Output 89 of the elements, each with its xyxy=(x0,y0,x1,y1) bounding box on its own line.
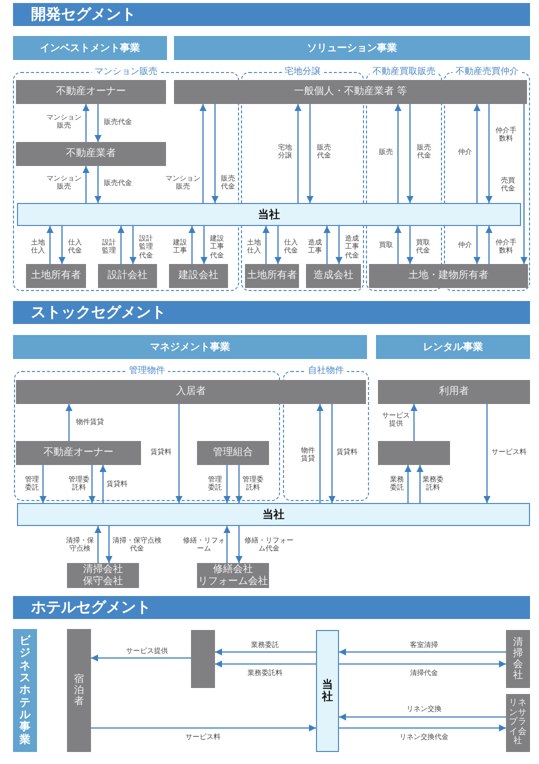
arrow xyxy=(474,104,480,203)
arrow xyxy=(176,404,182,503)
party-box: 入居者 xyxy=(16,380,366,404)
arrow xyxy=(236,465,242,503)
arrow xyxy=(82,166,90,203)
group-heading: 不動産買取販売 xyxy=(370,66,438,78)
party-box: 宿泊者 xyxy=(67,629,91,752)
business-header-bar: ソリューション事業 xyxy=(174,36,530,60)
arrow xyxy=(474,226,480,264)
party-box xyxy=(191,630,215,688)
arrow xyxy=(486,226,492,264)
party-box: 修繕会社 リフォーム会社 xyxy=(197,563,269,588)
party-box: 土地所有者 xyxy=(26,264,86,288)
segment-header-band: ホテルセグメント xyxy=(13,596,530,619)
arrow xyxy=(82,104,90,142)
party-box: 不動産オーナー xyxy=(16,80,166,104)
group-heading: 宅地分譲 xyxy=(282,66,324,78)
arrow xyxy=(404,465,412,503)
group-heading: 不動産売買仲介 xyxy=(452,66,522,78)
arrow xyxy=(94,526,102,563)
arrow xyxy=(486,104,492,203)
arrow xyxy=(324,226,330,264)
company-box: 当社 xyxy=(17,203,521,226)
party-box: 設計会社 xyxy=(98,264,157,288)
party-box: 清掃会社 保守会社 xyxy=(67,563,139,588)
arrow xyxy=(88,465,96,503)
arrow xyxy=(328,404,336,503)
party-box: 不動産業者 xyxy=(16,142,166,166)
group-heading: 管理物件 xyxy=(126,365,168,377)
arrow xyxy=(106,526,112,563)
arrow xyxy=(40,465,46,503)
party-box xyxy=(378,441,450,465)
arrow xyxy=(339,714,506,720)
arrow xyxy=(66,404,72,441)
arrow xyxy=(130,226,136,264)
arrow xyxy=(339,648,506,656)
arrow xyxy=(200,226,208,264)
arrow xyxy=(215,648,316,656)
arrow xyxy=(339,660,506,668)
party-box: 土地・建物所有者 xyxy=(369,264,528,288)
group-heading: 自社物件 xyxy=(305,365,347,377)
arrow xyxy=(224,526,230,563)
arrow xyxy=(200,104,206,203)
arrow xyxy=(224,465,230,503)
arrow xyxy=(394,104,402,203)
arrow xyxy=(212,104,218,203)
arrow xyxy=(336,226,342,264)
business-header-bar: インベストメント事業 xyxy=(13,36,167,60)
arrow xyxy=(94,104,102,142)
party-box: 清掃会社 xyxy=(506,630,530,688)
arrow xyxy=(339,724,506,732)
business-header-bar: レンタル事業 xyxy=(376,335,530,359)
arrow xyxy=(215,660,316,668)
party-box: 造成会社 xyxy=(306,264,361,288)
arrow xyxy=(416,465,424,503)
arrow xyxy=(484,404,490,503)
party-box: リネンサプライ会社 xyxy=(506,694,530,752)
arrow xyxy=(100,465,106,503)
arrow xyxy=(91,724,316,732)
arrow xyxy=(520,104,528,264)
company-box: 当社 xyxy=(17,503,530,526)
party-box: 建設会社 xyxy=(169,264,228,288)
arrow xyxy=(91,654,191,662)
arrow xyxy=(46,226,54,264)
arrow xyxy=(410,404,418,441)
business-header-bar: マネジメント事業 xyxy=(13,335,367,359)
segment-header-band: 開発セグメント xyxy=(13,3,530,26)
party-box: 不動産オーナー xyxy=(16,441,141,465)
arrow xyxy=(316,404,324,503)
arrow xyxy=(262,226,270,264)
arrow xyxy=(406,104,414,203)
arrow xyxy=(394,226,402,264)
arrow xyxy=(306,104,314,203)
arrow xyxy=(188,226,196,264)
party-box: 一般個人・不動産業者 等 xyxy=(174,80,527,104)
party-box: 土地所有者 xyxy=(245,264,299,288)
arrow xyxy=(58,226,66,264)
group-heading: マンション販売 xyxy=(92,66,160,78)
arrow xyxy=(94,166,102,203)
arrow xyxy=(274,226,282,264)
party-box: 利用者 xyxy=(378,380,530,404)
segment-header-band: ストックセグメント xyxy=(13,301,530,324)
arrow xyxy=(294,104,302,203)
company-box: 当社 xyxy=(316,630,339,752)
arrow xyxy=(236,526,242,563)
business-header-bar: ビジネスホテル事業 xyxy=(13,629,37,752)
arrow xyxy=(406,226,414,264)
arrow xyxy=(118,226,124,264)
party-box: 管理組合 xyxy=(197,441,269,465)
